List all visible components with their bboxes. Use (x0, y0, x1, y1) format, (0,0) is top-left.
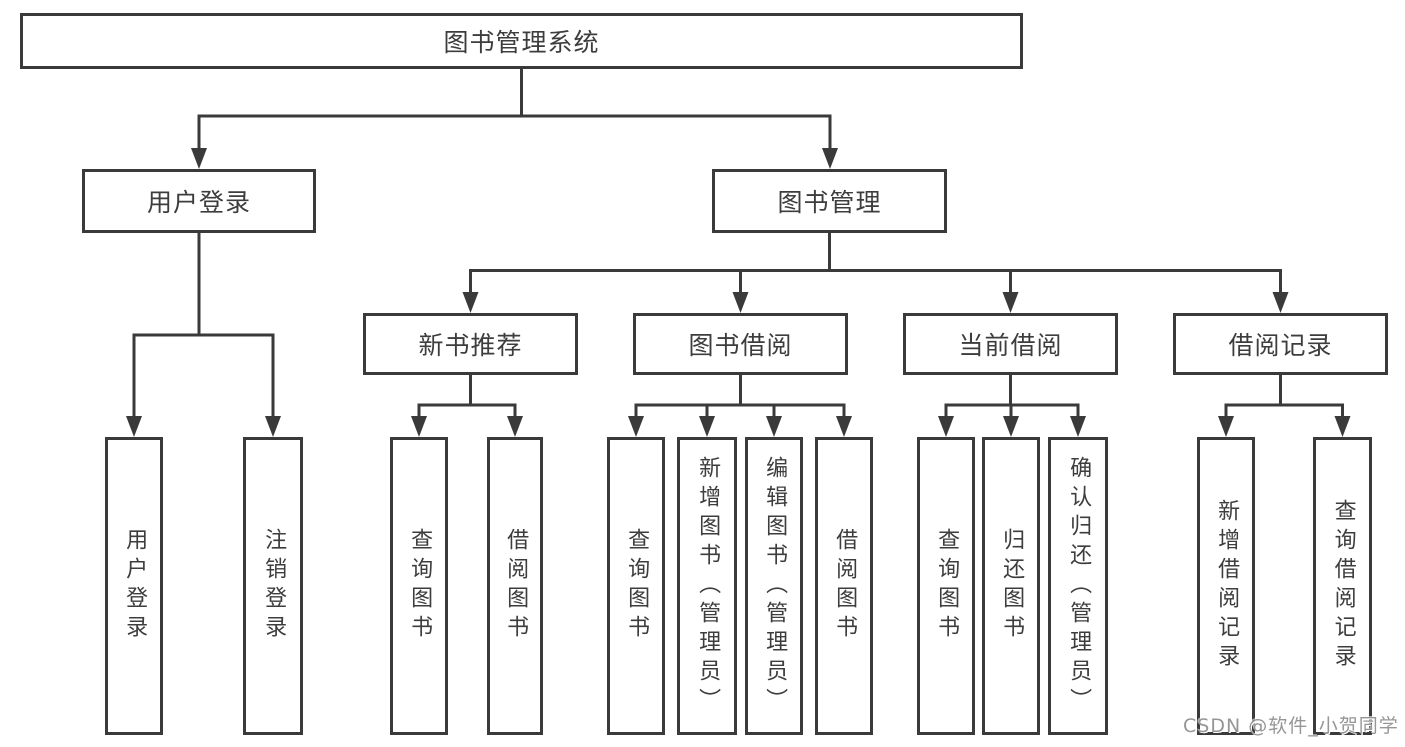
leaf-return-books-label: 归还图书 (999, 528, 1025, 644)
leaf-logout: 注销登录 (243, 437, 303, 735)
leaf-query-books-recommend-label: 查询图书 (407, 528, 433, 644)
arrowheads (126, 148, 1351, 437)
node-new-book-recommend: 新书推荐 (363, 313, 578, 375)
node-current-borrow-label: 当前借阅 (958, 331, 1063, 360)
leaf-borrow-books: 借阅图书 (815, 437, 873, 735)
node-current-borrow: 当前借阅 (903, 313, 1118, 375)
leaf-query-books-borrow: 查询图书 (607, 437, 665, 735)
leaf-query-books-recommend: 查询图书 (390, 437, 448, 735)
watermark: CSDN @软件_小贺同学 (1183, 715, 1399, 737)
leaf-confirm-return-admin: 确认归还（管理员） (1048, 437, 1108, 735)
leaf-edit-books-admin: 编辑图书（管理员） (745, 437, 803, 735)
node-user-login: 用户登录 (82, 169, 316, 233)
node-library-management-system-label: 图书管理系统 (443, 28, 600, 57)
leaf-return-books: 归还图书 (982, 437, 1040, 735)
leaf-add-borrow-record: 新增借阅记录 (1197, 437, 1255, 735)
leaf-user-login: 用户登录 (105, 437, 163, 735)
leaf-confirm-return-admin-label: 确认归还（管理员） (1066, 455, 1092, 717)
leaf-query-borrow-record-label: 查询借阅记录 (1330, 499, 1356, 673)
node-borrow-records-label: 借阅记录 (1228, 331, 1333, 360)
leaf-borrow-books-recommend-label: 借阅图书 (503, 528, 529, 644)
leaf-add-borrow-record-label: 新增借阅记录 (1214, 499, 1240, 673)
node-book-borrow: 图书借阅 (633, 313, 848, 375)
node-borrow-records: 借阅记录 (1173, 313, 1388, 375)
node-book-management-label: 图书管理 (777, 188, 882, 217)
node-book-management: 图书管理 (712, 169, 947, 233)
node-library-management-system: 图书管理系统 (20, 13, 1023, 69)
node-new-book-recommend-label: 新书推荐 (418, 331, 523, 360)
leaf-query-books-current: 查询图书 (917, 437, 975, 735)
leaf-borrow-books-recommend: 借阅图书 (487, 437, 543, 735)
leaf-query-books-current-label: 查询图书 (934, 528, 960, 644)
leaf-add-books-admin-label: 新增图书（管理员） (695, 455, 721, 717)
leaf-logout-label: 注销登录 (261, 528, 287, 644)
leaf-query-books-borrow-label: 查询图书 (624, 528, 650, 644)
leaf-user-login-label: 用户登录 (122, 528, 148, 644)
leaf-borrow-books-label: 借阅图书 (832, 528, 858, 644)
leaf-edit-books-admin-label: 编辑图书（管理员） (762, 455, 788, 717)
node-book-borrow-label: 图书借阅 (688, 331, 793, 360)
node-user-login-label: 用户登录 (146, 188, 251, 217)
leaf-add-books-admin: 新增图书（管理员） (677, 437, 737, 735)
leaf-query-borrow-record: 查询借阅记录 (1313, 437, 1372, 735)
